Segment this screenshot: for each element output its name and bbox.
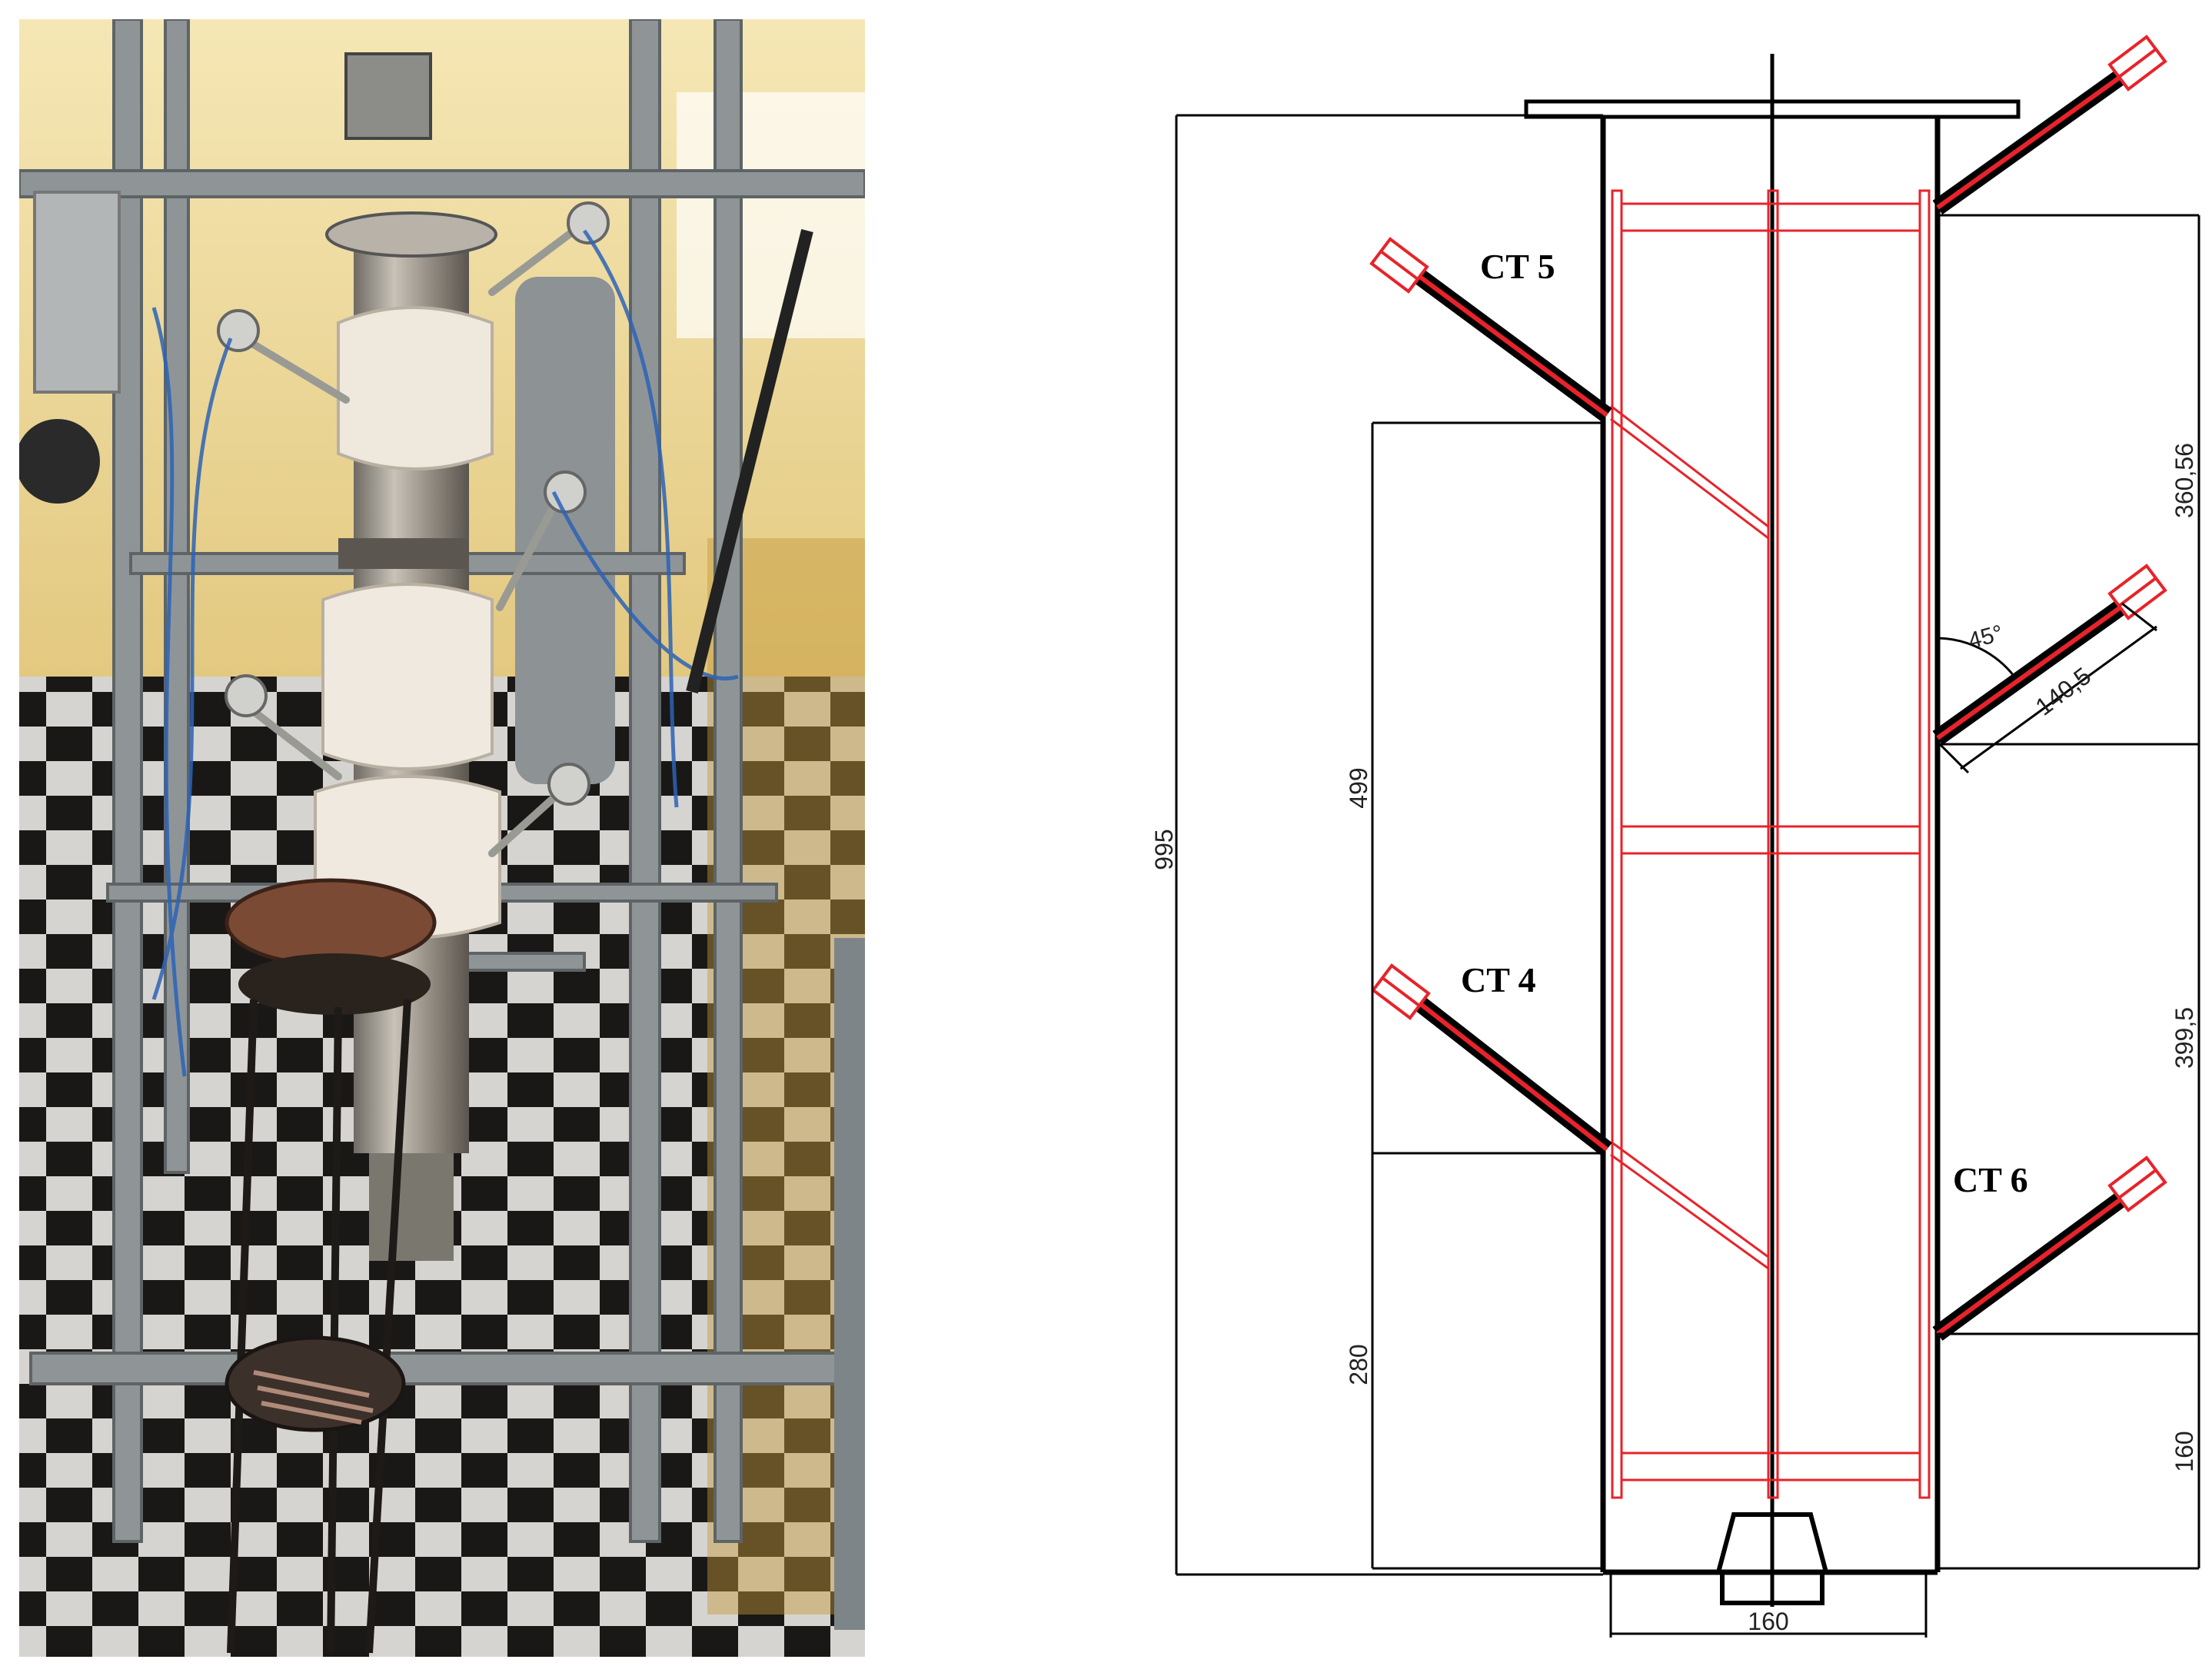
central-rod	[1767, 189, 1779, 1499]
black-hose	[686, 229, 813, 693]
gas-cylinder	[515, 277, 615, 784]
stand-legs	[227, 999, 411, 1654]
probe-ct4	[1371, 963, 1612, 1156]
probe-top-right	[1932, 35, 2167, 214]
cabinet	[677, 92, 865, 338]
control-box	[33, 191, 121, 394]
wiring	[151, 229, 739, 1077]
probe-ct6	[1932, 1156, 2167, 1341]
dim-160-bottom: 160	[1748, 1608, 1788, 1635]
reactor-photo	[19, 19, 865, 1657]
tray-samples	[253, 1370, 374, 1425]
dimension-lines	[1175, 114, 2200, 1638]
dim-angle: 45°	[1965, 620, 2005, 654]
dim-399: 399,5	[2170, 1007, 2198, 1069]
wall-section-marks	[1600, 208, 1941, 1334]
bottom-nozzle	[1715, 1512, 1829, 1605]
label-ct4: CT 4	[1461, 960, 1536, 999]
probe-ct5	[1369, 237, 1612, 422]
dim-280: 280	[1345, 1344, 1372, 1385]
thermocouple-head	[544, 471, 587, 514]
inner-assembly	[1610, 189, 1931, 1499]
upper-tray	[238, 953, 431, 1015]
copper-plate	[225, 878, 437, 967]
dim-160-right: 160	[2170, 1431, 2198, 1471]
thermocouple-head	[225, 674, 268, 717]
left-inner-wall	[1611, 189, 1623, 1499]
dim-499: 499	[1345, 767, 1372, 808]
support-frame	[19, 19, 865, 1543]
thermocouple-head	[217, 309, 260, 352]
label-ct6: CT 6	[1953, 1160, 2028, 1199]
dim-360: 360,56	[2170, 443, 2198, 518]
thermocouple-head	[547, 763, 590, 806]
dim-995: 995	[1150, 829, 1178, 870]
label-ct5: CT 5	[1480, 247, 1555, 286]
thermocouple-head	[567, 201, 610, 244]
right-inner-wall	[1918, 189, 1931, 1499]
reactor-drawing: CT 5 CT 4 CT 6 995 499 280 360,56 399,5 …	[1150, 35, 2200, 1638]
drain-pipe	[834, 938, 865, 1630]
valve-wheel	[19, 419, 100, 504]
